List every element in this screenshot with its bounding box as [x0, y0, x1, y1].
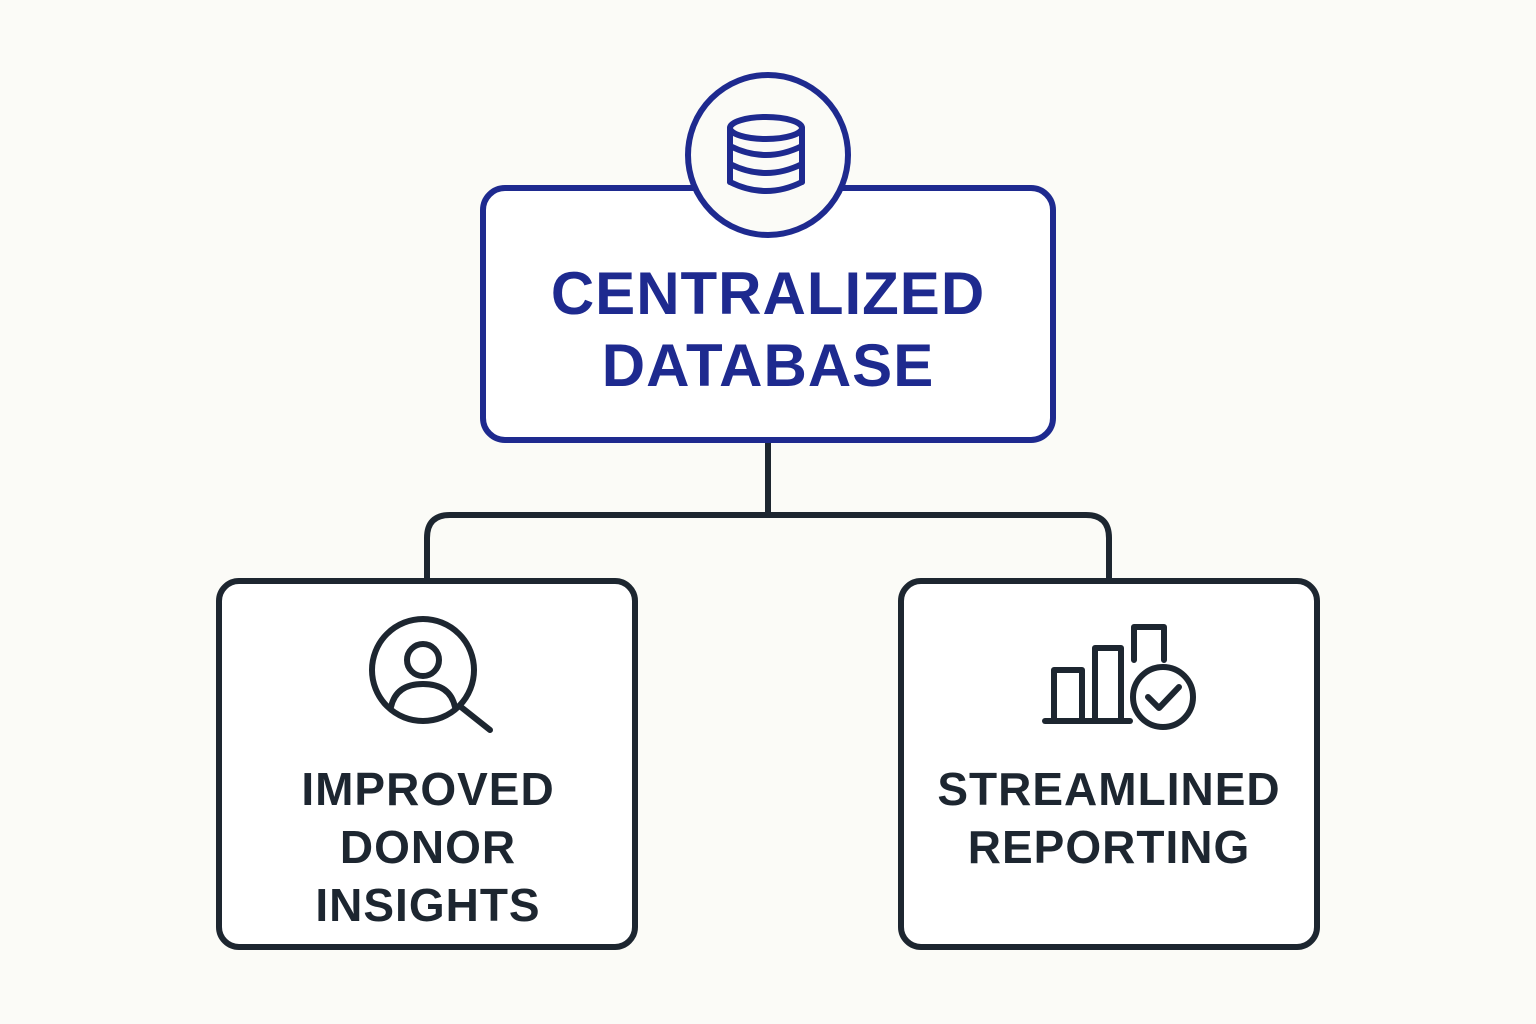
reporting-label-line-1: STREAMLINED: [937, 763, 1281, 815]
user-search-icon: [369, 616, 493, 733]
bar-chart-check-icon: [1042, 624, 1196, 730]
connector-branch-right: [765, 512, 1112, 583]
root-label-line-1: CENTRALIZED: [550, 260, 986, 327]
insights-label-line-2: DONOR: [339, 821, 517, 873]
database-icon: [685, 72, 851, 238]
reporting-node-box: [898, 578, 1320, 950]
connector-branch-left: [424, 512, 771, 583]
root-node-label: CENTRALIZED DATABASE: [490, 258, 1046, 402]
insights-node-label: IMPROVED DONOR INSIGHTS: [224, 760, 632, 934]
root-label-line-2: DATABASE: [601, 332, 935, 399]
insights-label-line-1: IMPROVED: [301, 763, 555, 815]
insights-node-box: [216, 578, 638, 950]
reporting-node-label: STREAMLINED REPORTING: [905, 760, 1313, 876]
database-icon-glyph: [727, 114, 805, 194]
insights-label-line-3: INSIGHTS: [315, 879, 541, 931]
connector-lines: [424, 438, 1112, 583]
reporting-label-line-2: REPORTING: [967, 821, 1251, 873]
